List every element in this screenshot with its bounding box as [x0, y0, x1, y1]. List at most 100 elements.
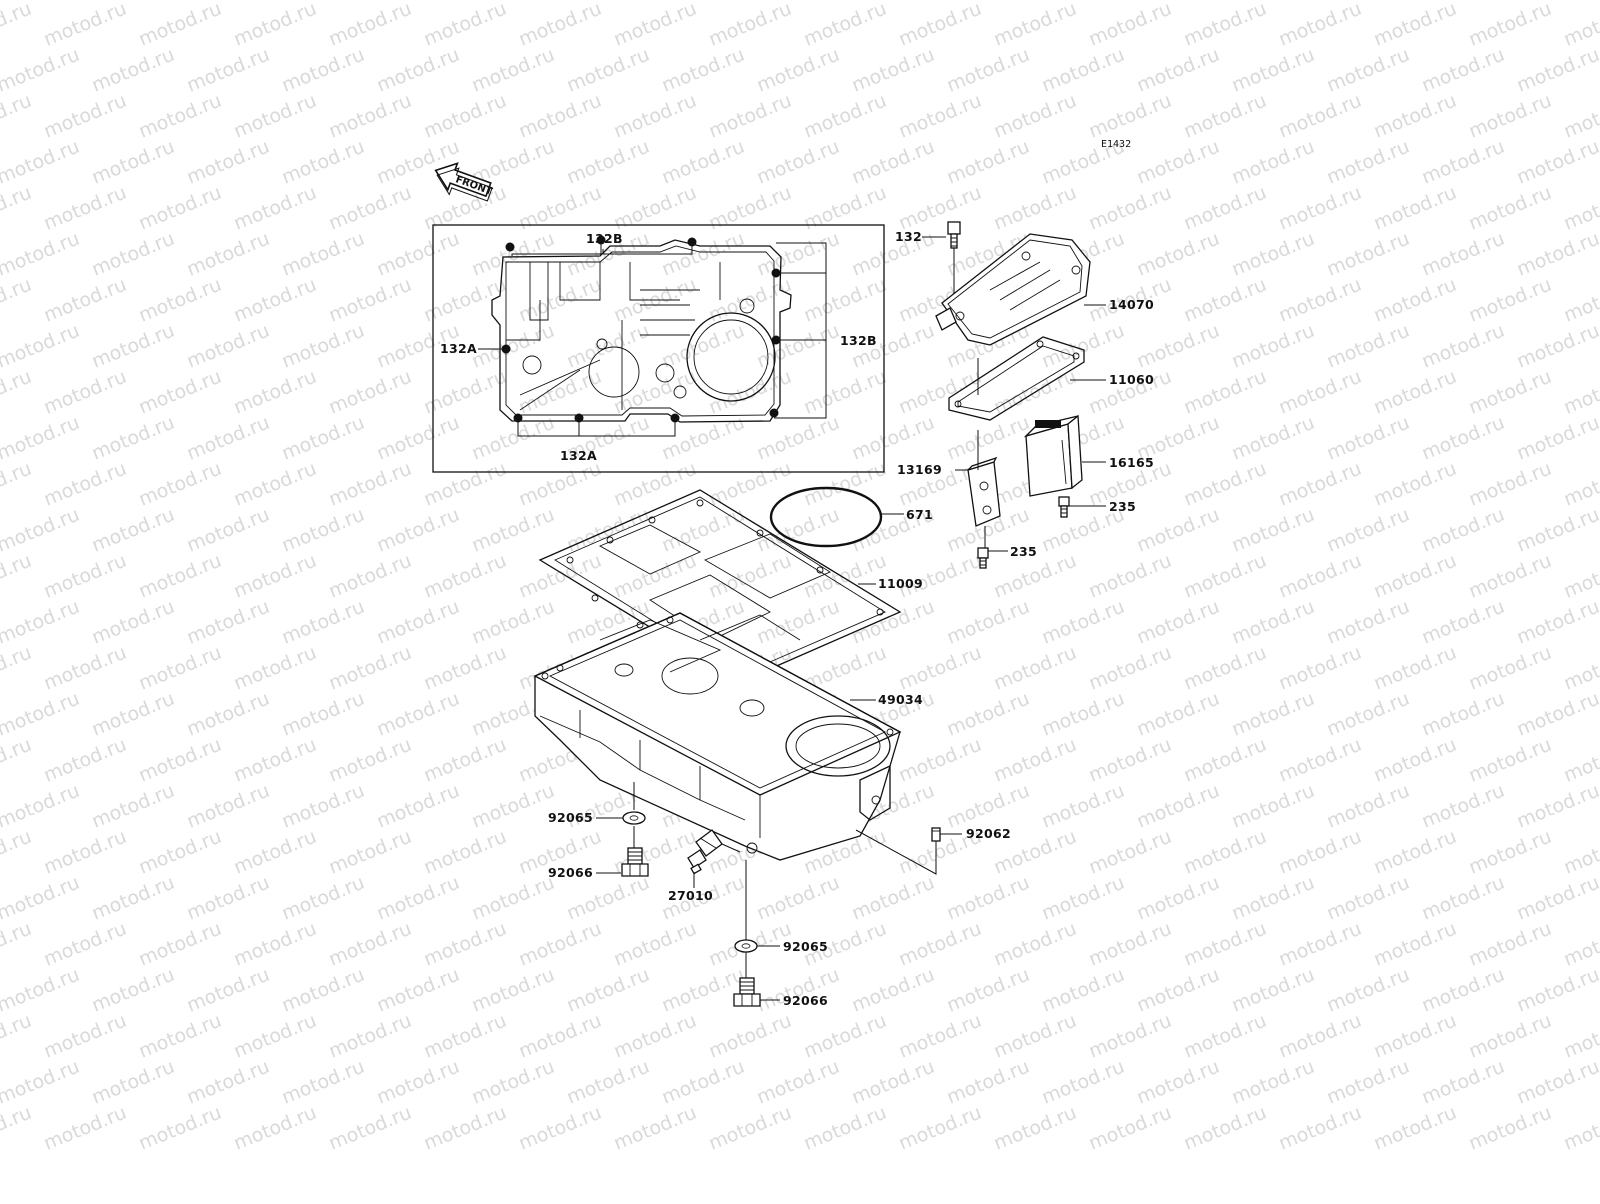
watermark-text: motod.ru	[659, 136, 748, 189]
watermark-text: motod.ru	[801, 1102, 890, 1155]
watermark-text: motod.ru	[231, 1010, 320, 1063]
watermark-text: motod.ru	[1371, 90, 1460, 143]
breather-cover	[935, 233, 1091, 346]
watermark-text: motod.ru	[1229, 44, 1318, 97]
watermark-text: motod.ru	[1371, 550, 1460, 603]
watermark-text: motod.ru	[89, 596, 178, 649]
watermark-text: motod.ru	[801, 458, 890, 511]
watermark-text: motod.ru	[659, 320, 748, 373]
watermark-text: motod.ru	[184, 320, 273, 373]
watermark-text: motod.ru	[1276, 0, 1365, 51]
bolt-132b-marker	[596, 235, 606, 245]
washer-92065-bottom	[734, 939, 758, 953]
watermark-text: motod.ru	[326, 90, 415, 143]
watermark-text: motod.ru	[659, 964, 748, 1017]
watermark-text: motod.ru	[1371, 366, 1460, 419]
watermark-text: motod.ru	[1514, 136, 1600, 189]
watermark-text: motod.ru	[1419, 0, 1508, 5]
watermark-text: motod.ru	[326, 366, 415, 419]
watermark-text: motod.ru	[849, 228, 938, 281]
callout-671: 671	[906, 507, 933, 522]
watermark-text: motod.ru	[421, 642, 510, 695]
watermark-text: motod.ru	[754, 0, 843, 5]
watermark-text: motod.ru	[1514, 228, 1600, 281]
watermark-text: motod.ru	[1039, 0, 1128, 5]
watermark-text: motod.ru	[564, 0, 653, 5]
watermark-text: motod.ru	[1181, 826, 1270, 879]
breather-plate	[967, 456, 1001, 527]
watermark-text: motod.ru	[0, 550, 35, 603]
watermark-text: motod.ru	[706, 1010, 795, 1063]
watermark-text: motod.ru	[1134, 136, 1223, 189]
watermark-text: motod.ru	[896, 642, 985, 695]
watermark-text: motod.ru	[1086, 90, 1175, 143]
label-132a-bottom: 132A	[560, 448, 597, 463]
watermark-text: motod.ru	[1181, 458, 1270, 511]
crankcase-top-view	[491, 235, 792, 423]
watermark-text: motod.ru	[1134, 320, 1223, 373]
watermark-text: motod.ru	[1561, 182, 1600, 235]
callout-27010: 27010	[668, 888, 713, 903]
watermark-text: motod.ru	[136, 1010, 225, 1063]
watermark-text: motod.ru	[421, 0, 510, 51]
watermark-text: motod.ru	[41, 550, 130, 603]
watermark-text: motod.ru	[1419, 504, 1508, 557]
watermark-text: motod.ru	[1039, 688, 1128, 741]
watermark-text: motod.ru	[754, 136, 843, 189]
watermark-text: motod.ru	[374, 780, 463, 833]
watermark-text: motod.ru	[421, 274, 510, 327]
watermark-text: motod.ru	[849, 0, 938, 5]
watermark-text: motod.ru	[231, 90, 320, 143]
watermark-text: motod.ru	[136, 826, 225, 879]
watermark-text: motod.ru	[896, 90, 985, 143]
watermark-text: motod.ru	[1039, 964, 1128, 1017]
watermark-text: motod.ru	[564, 964, 653, 1017]
watermark-text: motod.ru	[516, 182, 605, 235]
watermark-text: motod.ru	[1086, 918, 1175, 971]
watermark-text: motod.ru	[279, 228, 368, 281]
watermark-text: motod.ru	[754, 412, 843, 465]
label-132a-left: 132A	[440, 341, 477, 356]
watermark-text: motod.ru	[89, 504, 178, 557]
callout-49034: 49034	[878, 692, 923, 707]
watermark-text: motod.ru	[326, 0, 415, 51]
watermark-text: motod.ru	[184, 1056, 273, 1109]
watermark-text: motod.ru	[1324, 412, 1413, 465]
watermark-text: motod.ru	[1419, 1056, 1508, 1109]
watermark-text: motod.ru	[41, 90, 130, 143]
watermark-text: motod.ru	[754, 872, 843, 925]
watermark-text: motod.ru	[1276, 734, 1365, 787]
watermark-text: motod.ru	[184, 412, 273, 465]
oil-pressure-switch	[687, 829, 723, 875]
watermark-text: motod.ru	[849, 964, 938, 1017]
watermark-text: motod.ru	[896, 1102, 985, 1155]
watermark-text: motod.ru	[0, 366, 35, 419]
watermark-text: motod.ru	[896, 1010, 985, 1063]
watermark-text: motod.ru	[0, 0, 35, 51]
bolt-132	[947, 221, 961, 249]
watermark-text: motod.ru	[469, 872, 558, 925]
watermark-text: motod.ru	[421, 918, 510, 971]
watermark-text: motod.ru	[1419, 44, 1508, 97]
watermark-text: motod.ru	[801, 1010, 890, 1063]
watermark-text: motod.ru	[801, 90, 890, 143]
watermark-text: motod.ru	[659, 44, 748, 97]
watermark-text: motod.ru	[89, 780, 178, 833]
watermark-text: motod.ru	[1324, 320, 1413, 373]
watermark-text: motod.ru	[1324, 44, 1413, 97]
watermark-text: motod.ru	[706, 550, 795, 603]
watermark-text: motod.ru	[1276, 1010, 1365, 1063]
watermark-text: motod.ru	[1086, 734, 1175, 787]
watermark-text: motod.ru	[849, 872, 938, 925]
watermark-text: motod.ru	[801, 366, 890, 419]
watermark-text: motod.ru	[1086, 1010, 1175, 1063]
watermark-text: motod.ru	[89, 872, 178, 925]
watermark-text: motod.ru	[611, 918, 700, 971]
watermark-text: motod.ru	[279, 504, 368, 557]
watermark-text: motod.ru	[1514, 964, 1600, 1017]
watermark-text: motod.ru	[1039, 780, 1128, 833]
watermark-text: motod.ru	[231, 918, 320, 971]
watermark-text: motod.ru	[0, 182, 35, 235]
watermark-text: motod.ru	[231, 458, 320, 511]
